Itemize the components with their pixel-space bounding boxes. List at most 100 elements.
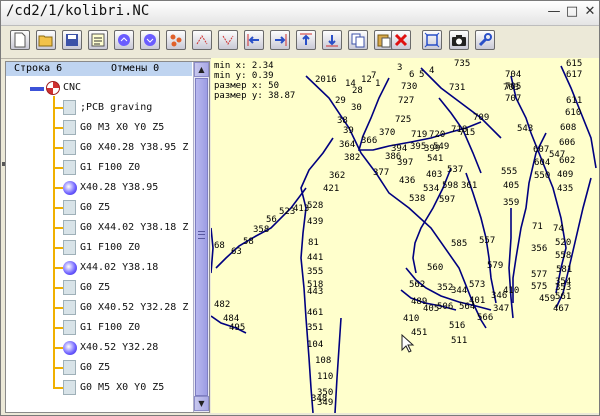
new-file-button[interactable] [10, 30, 30, 50]
open-file-button[interactable] [36, 30, 56, 50]
tree-line-item[interactable]: G0 X40.28 Y38.95 Z [6, 138, 192, 158]
tree-line-item[interactable]: X40.52 Y32.28 [6, 338, 192, 358]
move-down-icon [144, 34, 156, 46]
point-number-label: 351 [307, 323, 324, 333]
tree-scrollbar[interactable]: ▲ ▼ [193, 62, 209, 412]
arrow-right-button[interactable] [270, 30, 290, 50]
tree-root[interactable]: CNC [6, 78, 192, 98]
minimize-button[interactable]: — [547, 4, 561, 19]
settings-button[interactable] [475, 30, 495, 50]
point-node-icon [63, 181, 77, 195]
collapse-icon[interactable] [30, 87, 44, 91]
point-number-label: 704 [505, 70, 522, 80]
tree-line-item[interactable]: G1 F100 Z0 [6, 238, 192, 258]
arrow-down-button[interactable] [322, 30, 342, 50]
point-node-icon [63, 261, 77, 275]
points-icon [170, 34, 182, 47]
toolpath-lines [211, 65, 597, 413]
scroll-up-button[interactable]: ▲ [194, 62, 209, 77]
tree-line-item[interactable]: G0 Z5 [6, 198, 192, 218]
tree-line-item[interactable]: G1 F100 Z0 [6, 318, 192, 338]
delete-button[interactable] [391, 30, 411, 50]
path-up-button[interactable] [192, 30, 212, 50]
tree-line-item[interactable]: G0 X40.52 Y32.28 Z [6, 298, 192, 318]
point-number-label: 581 [556, 265, 573, 275]
title-bar[interactable]: /cd2/1/kolibri.NC — □ ✕ [1, 1, 599, 26]
script-button[interactable] [88, 30, 108, 50]
tree-line-text: G1 F100 Z0 [80, 162, 141, 173]
close-button[interactable]: ✕ [584, 4, 596, 19]
point-number-label: 410 [403, 314, 420, 324]
point-number-label: 608 [560, 123, 577, 133]
gcode-line-icon [63, 160, 76, 175]
point-number-label: 730 [401, 82, 418, 92]
point-number-label: 725 [395, 115, 412, 125]
point-number-label: 349 [317, 398, 334, 408]
tree-line-item[interactable]: G0 X44.02 Y38.18 Z [6, 218, 192, 238]
scroll-thumb[interactable] [195, 78, 208, 396]
camera-icon [452, 35, 466, 46]
open-folder-icon [38, 35, 53, 47]
point-number-label: 14 [345, 79, 356, 89]
save-button[interactable] [62, 30, 82, 50]
tree-line-item[interactable]: G1 F100 Z0 [6, 158, 192, 178]
point-number-label: 602 [559, 156, 576, 166]
tree-line-item[interactable]: G0 M5 X0 Y0 Z5 [6, 378, 192, 398]
tree-line-text: ;PCB graving [80, 102, 153, 113]
point-number-label: 538 [409, 194, 426, 204]
tree-line-text: G0 X44.02 Y38.18 Z [80, 222, 189, 233]
tree-connector [53, 96, 55, 388]
toolpath-trace [512, 132, 547, 303]
point-number-label: 560 [427, 263, 444, 273]
tree-branch [53, 327, 63, 329]
tree-branch [53, 127, 63, 129]
tree-line-text: G1 F100 Z0 [80, 242, 141, 253]
point-number-label: 495 [229, 323, 246, 333]
point-number-label: 484 [223, 314, 240, 324]
move-down-button[interactable] [140, 30, 160, 50]
arrow-up-button[interactable] [296, 30, 316, 50]
point-number-label: 709 [473, 113, 490, 123]
point-number-label: 520 [555, 238, 572, 248]
point-number-label: 1 [375, 79, 381, 89]
tree-branch [53, 107, 63, 109]
path-down-button[interactable] [218, 30, 238, 50]
tree-line-item[interactable]: G0 M3 X0 Y0 Z5 [6, 118, 192, 138]
toolpath-trace [465, 172, 497, 304]
toolpath-trace [508, 208, 514, 319]
point-number-label: 518 [307, 280, 324, 290]
point-number-label: 397 [397, 158, 414, 168]
point-number-label: 615 [566, 59, 583, 69]
copy-button[interactable] [348, 30, 368, 50]
maximize-button[interactable]: □ [565, 4, 579, 19]
tree-line-text: X40.52 Y32.28 [80, 342, 159, 353]
tree-line-item[interactable]: ;PCB graving [6, 98, 192, 118]
tree-branch [53, 227, 63, 229]
scroll-down-button[interactable]: ▼ [194, 396, 209, 411]
points-button[interactable] [166, 30, 186, 50]
arrow-left-button[interactable] [244, 30, 264, 50]
tree-line-item[interactable]: X44.02 Y38.18 [6, 258, 192, 278]
tree-line-item[interactable]: G0 Z5 [6, 278, 192, 298]
size-y-readout: размер y: 38.87 [214, 91, 296, 101]
point-number-label: 523 [279, 207, 296, 217]
toolpath-trace [420, 67, 502, 139]
point-number-label: 110 [317, 372, 334, 382]
settings-wrench-icon [478, 33, 492, 47]
tree-line-item[interactable]: X40.28 Y38.95 [6, 178, 192, 198]
tree-line-item[interactable]: G0 Z5 [6, 358, 192, 378]
point-node-icon [63, 341, 77, 355]
point-number-label: 394 [391, 144, 408, 154]
tree-branch [53, 347, 63, 349]
point-number-label: 562 [409, 280, 426, 290]
toolpath-preview-canvas[interactable]: min x: 2.34 min y: 0.39 размер x: 50 раз… [211, 58, 599, 413]
screenshot-button[interactable] [449, 30, 469, 50]
move-up-button[interactable] [114, 30, 134, 50]
point-number-label: 611 [566, 96, 583, 106]
gcode-line-icon [63, 280, 76, 295]
point-number-label: 573 [469, 280, 486, 290]
size-x-readout: размер x: 50 [214, 81, 280, 91]
tree-branch [53, 307, 63, 309]
fit-view-button[interactable] [422, 30, 442, 50]
